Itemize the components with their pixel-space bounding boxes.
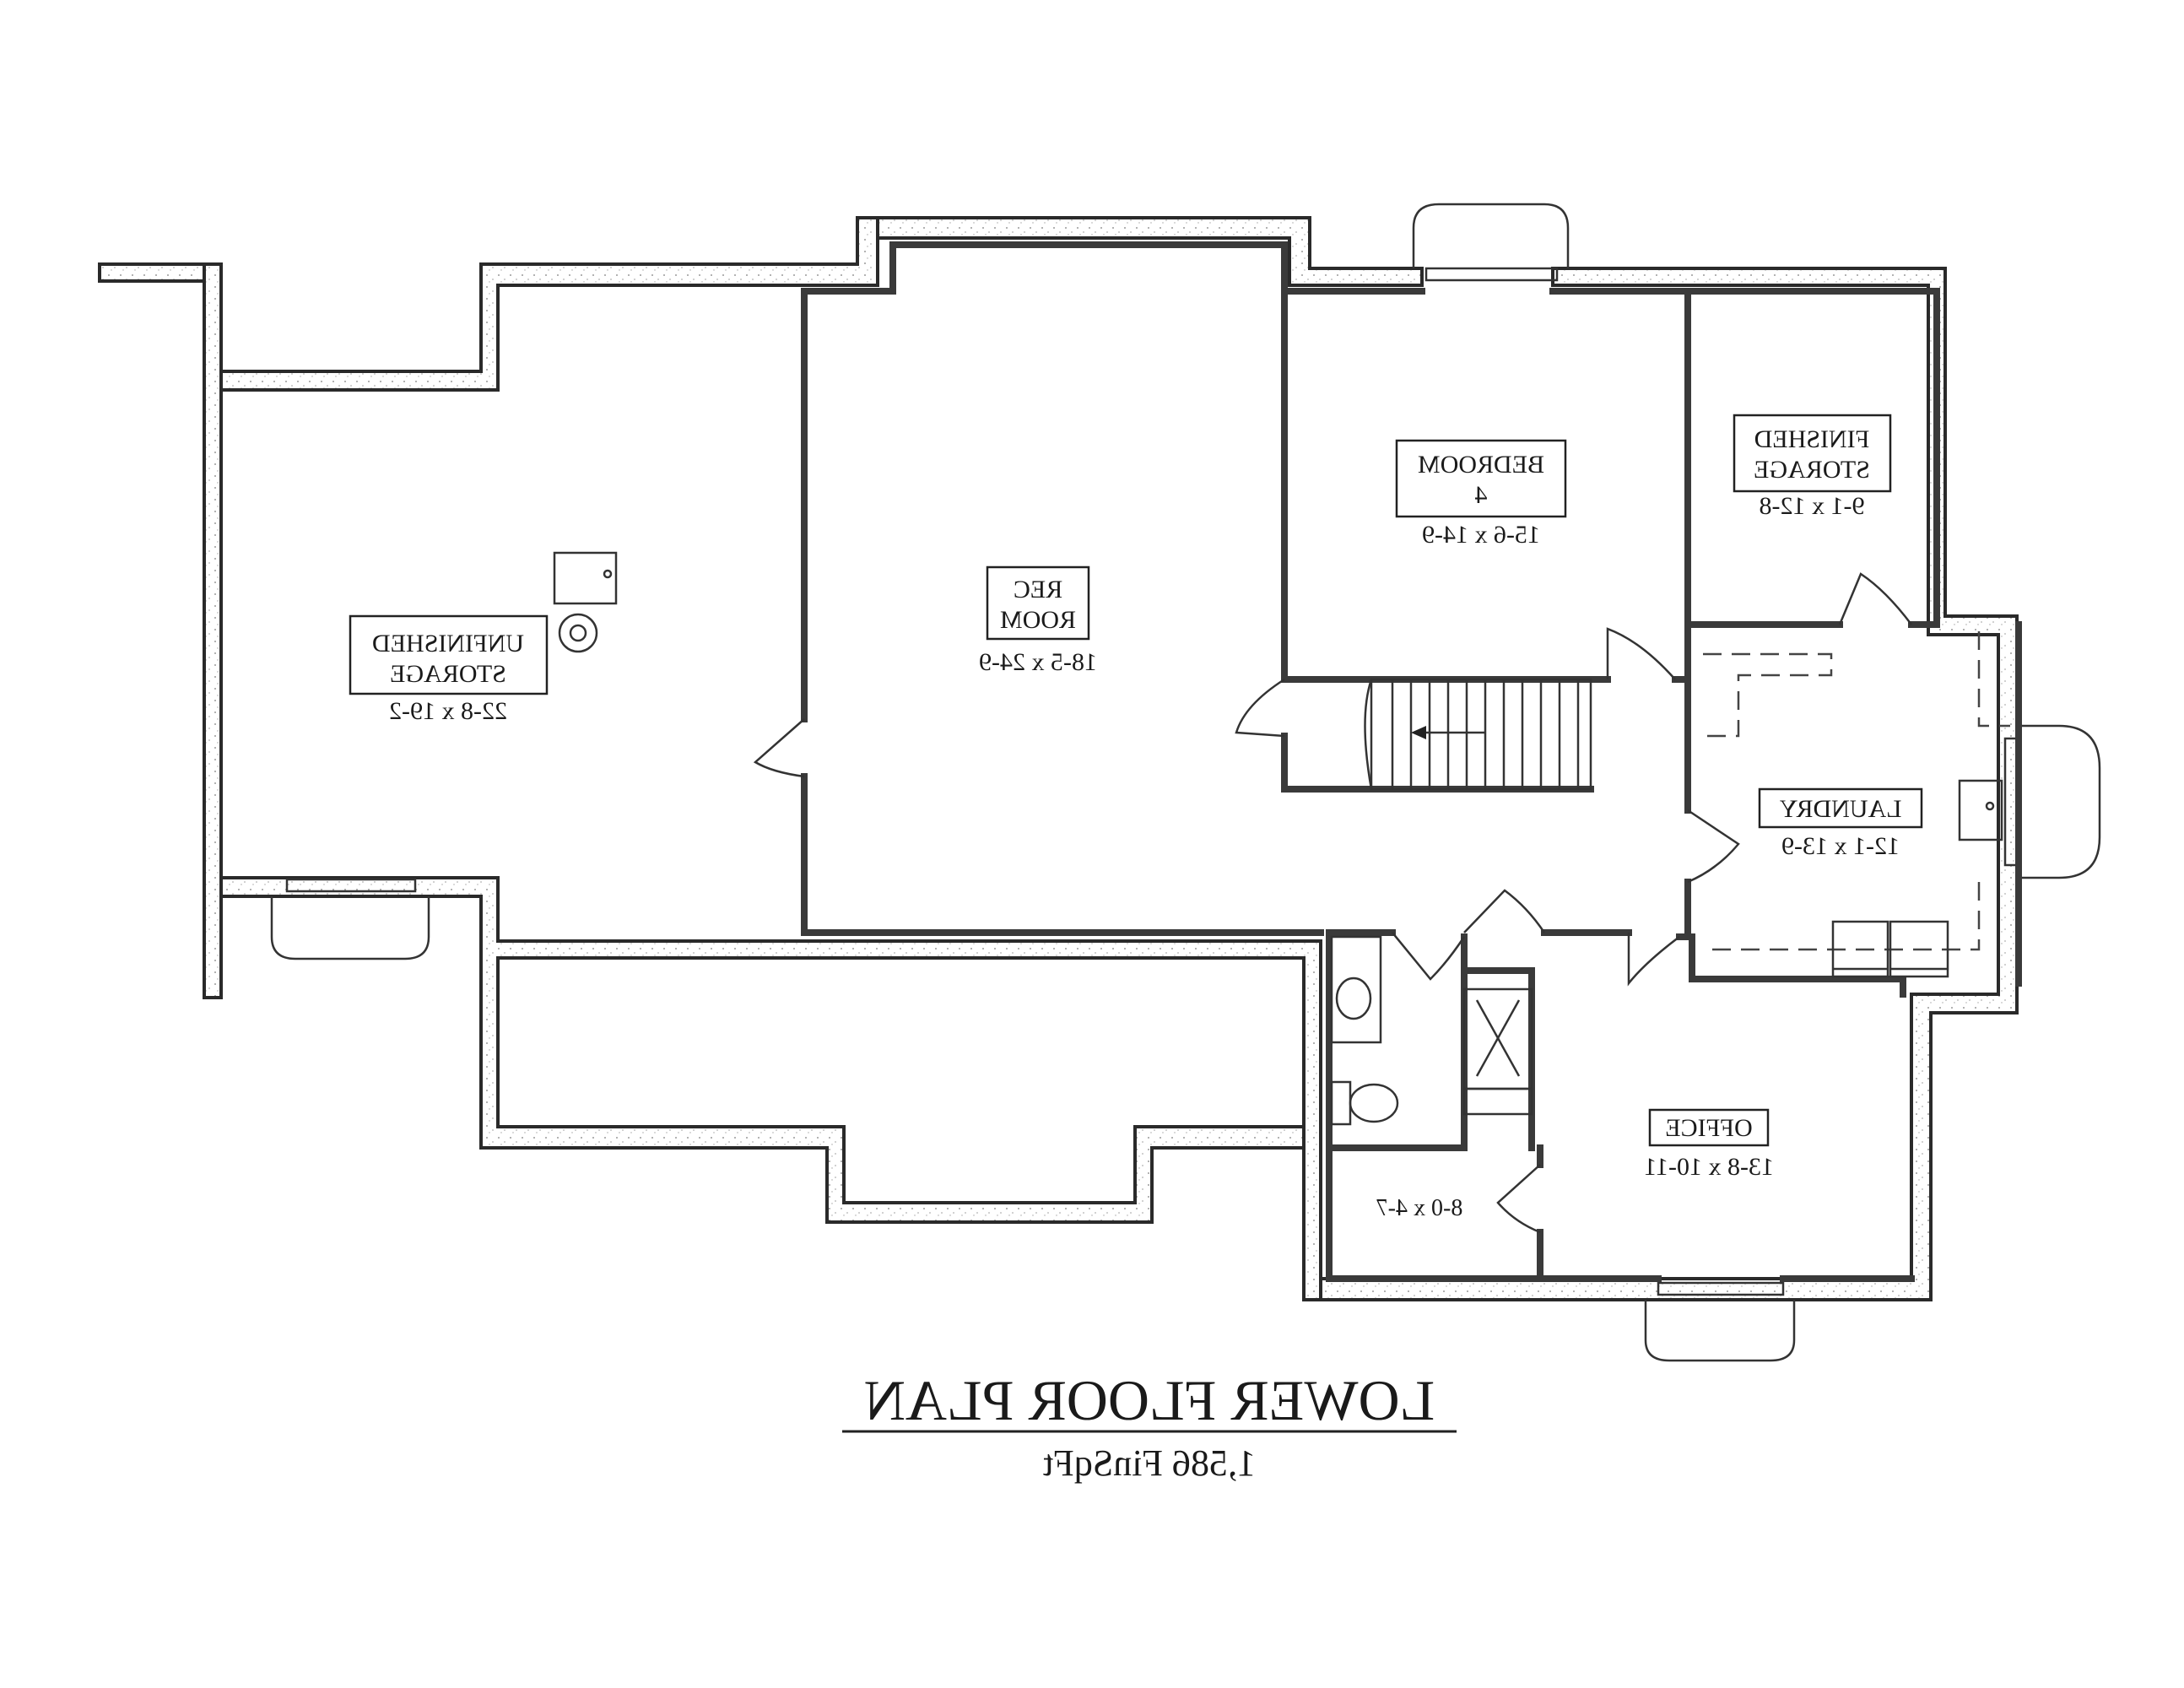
finished-storage-name-1: FINISHED: [1754, 425, 1870, 453]
office-name: OFFICE: [1665, 1114, 1752, 1142]
interior-walls: [801, 241, 2022, 1282]
unfinished-storage-name-1: UNFINISHED: [372, 630, 524, 657]
exterior-walls: [98, 216, 2019, 1301]
finished-storage-name-2: STORAGE: [1754, 456, 1870, 484]
room-label-closet: 8-0 x 4-7: [1376, 1195, 1463, 1221]
stairs: [1364, 678, 1592, 791]
subtitle-text: 1,586 FinSqFt: [1043, 1442, 1256, 1484]
room-label-unfinished-storage: UNFINISHED STORAGE 22-8 x 19-2: [349, 614, 549, 725]
unfinished-storage-dims: 22-8 x 19-2: [389, 697, 507, 725]
room-label-bedroom: BEDROOM 4 15-6 x 14-9: [1395, 439, 1567, 549]
plan-title: LOWER FLOOR PLAN 1,586 FinSqFt: [842, 1368, 1457, 1484]
room-label-laundry: LAUNDRY 12-1 x 13-9: [1758, 787, 1923, 860]
rec-room-name-1: REC: [1014, 576, 1062, 603]
unfinished-storage-name-2: STORAGE: [390, 660, 506, 688]
title-text: LOWER FLOOR PLAN: [864, 1368, 1435, 1432]
room-label-finished-storage: FINISHED STORAGE 9-1 x 12-8: [1733, 414, 1892, 520]
bedroom-dims: 15-6 x 14-9: [1422, 521, 1540, 549]
room-label-rec-room: REC ROOM 18-5 x 24-9: [979, 565, 1097, 676]
fixtures: [553, 551, 2010, 1126]
bedroom-name-2: 4: [1475, 481, 1488, 509]
office-dims: 13-8 x 10-11: [1644, 1153, 1774, 1181]
doors: [753, 572, 1912, 1234]
closet-dims: 8-0 x 4-7: [1376, 1195, 1463, 1221]
window-wells: [270, 203, 2101, 1362]
laundry-name: LAUNDRY: [1779, 795, 1901, 823]
room-label-office: OFFICE 13-8 x 10-11: [1644, 1108, 1774, 1181]
finished-storage-dims: 9-1 x 12-8: [1760, 492, 1865, 520]
laundry-dims: 12-1 x 13-9: [1781, 832, 1900, 860]
rec-room-dims: 18-5 x 24-9: [979, 648, 1097, 676]
bedroom-name-1: BEDROOM: [1418, 451, 1544, 479]
rec-room-name-2: ROOM: [1000, 606, 1076, 634]
